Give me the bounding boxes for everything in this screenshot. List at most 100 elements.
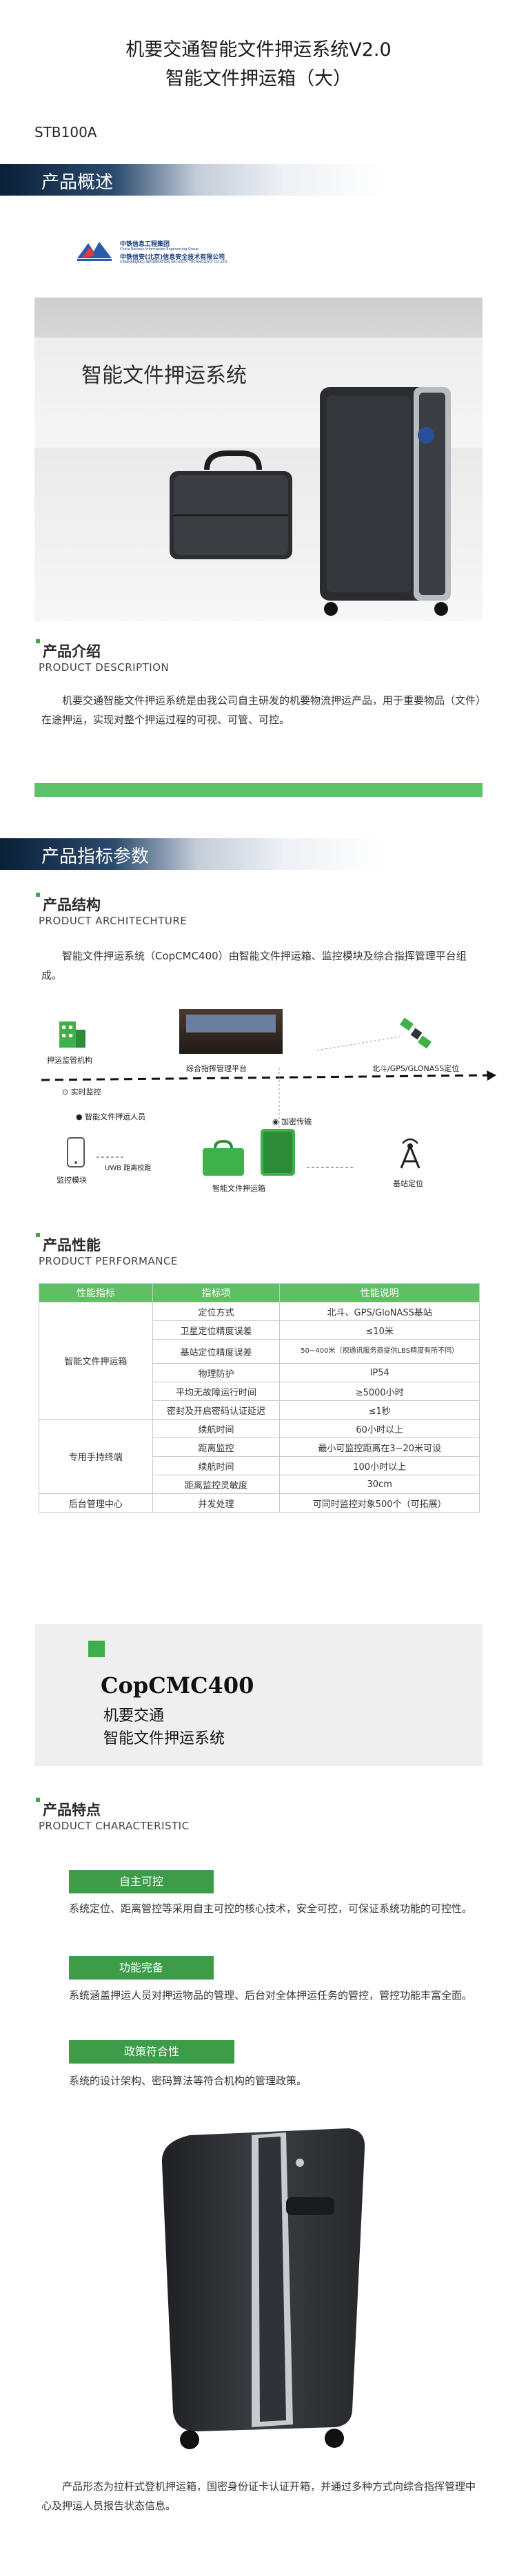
architecture-diagram: 押运监管机构 ⊙ 实时监控 ● 智能文件押运人员 监控模块 UWB 距离校距 综… [41,1009,496,1209]
section-title: 产品指标参数 [41,846,150,867]
logo-sub-cn: 中铁信安(北京)信息安全技术有限公司 [120,254,225,261]
table-cell: 距离监控灵敏度 [152,1475,281,1494]
monitor-module-label: 监控模块 [57,1176,87,1185]
group-name: 智能文件押运箱 [39,1302,153,1420]
table-row: 密封及开启密码认证延迟 ≤1秒 [39,1400,480,1420]
table-cell: ≤1秒 [279,1400,480,1420]
encrypted-text: 加密传输 [281,1117,312,1126]
group-name: 后台管理中心 [39,1493,153,1513]
logo-company-en: China Railway Information Engineering Gr… [120,247,199,251]
intro-heading: 产品介绍 [39,641,101,661]
table-header: 性能指标 [39,1283,153,1302]
arch-heading-en: PRODUCT ARCHITECHTURE [39,915,187,927]
escort-person-label: ● 智能文件押运人员 [76,1112,146,1121]
phone-icon [67,1137,85,1167]
intro-heading-en: PRODUCT DESCRIPTION [39,661,170,674]
table-header: 性能说明 [279,1283,480,1302]
green-cases-icon [203,1129,295,1176]
table-row: 续航时间 100小时以上 [39,1456,480,1475]
product-banner: 智能文件押运系统 [34,298,483,621]
green-divider [34,783,483,797]
green-square-icon [88,1641,105,1657]
table-cell: 物理防护 [152,1363,281,1382]
banner-title: 智能文件押运系统 [81,364,247,388]
group-name: 专用手持终端 [39,1419,153,1494]
table-cell: 最小可监控距离在3~20米可设 [279,1437,480,1457]
table-cell: 30cm [279,1475,480,1494]
table-cell: 续航时间 [152,1456,281,1475]
card-line1: 机要交通 [103,1707,165,1725]
table-cell: 并发处理 [152,1493,281,1513]
uwb-label: UWB 距离校距 [105,1165,152,1172]
table-header-row: 性能指标 指标项 性能说明 [39,1283,480,1302]
platform-label: 综合指挥管理平台 [186,1064,247,1073]
company-logo: 中铁信息工程集团 China Railway Information Engin… [74,238,281,265]
table-row: 智能文件押运箱 定位方式 北斗、GPS/GloNASS基站 [39,1302,480,1420]
table-row: 物理防护 IP54 [39,1363,480,1382]
realtime-label: ⊙ 实时监控 [62,1088,101,1097]
table-cell: ≥5000小时 [279,1382,480,1401]
section-title: 产品概述 [41,172,114,193]
table-cell: 60小时以上 [279,1419,480,1438]
card-line2: 智能文件押运系统 [103,1730,225,1747]
table-row: 后台管理中心 并发处理 可同时监控对象500个（可拓展） [39,1493,480,1513]
building-icon [59,1021,85,1048]
table-cell: 100小时以上 [279,1456,480,1475]
table-cell: 50~400米（视通讯服务商提供LBS精度有所不同） [279,1339,480,1364]
table-cell: 可同时监控对象500个（可拓展） [279,1493,480,1513]
table-cell: 卫星定位精度误差 [152,1320,281,1340]
table-row: 距离监控灵敏度 30cm [39,1475,480,1494]
feature-text: 系统定位、距离管控等采用自主可控的核心技术，安全可控，可保证系统功能的可控性。 [69,1902,473,1915]
realtime-text: 实时监控 [70,1088,101,1097]
bottom-text: 产品形态为拉杆式登机押运箱，国密身份证卡认证开箱，并通过多种方式向综合指挥管理中… [41,2480,476,2512]
crig-logo-icon [77,242,112,261]
table-cell: 距离监控 [152,1437,281,1457]
features-heading-en: PRODUCT CHARACTERISTIC [39,1820,190,1832]
arch-heading: 产品结构 [39,894,101,915]
intro-text: 机要交通智能文件押运系统是由我公司自主研发的机要物流押运产品，用于重要物品（文件… [41,694,481,726]
perf-heading-en: PRODUCT PERFORMANCE [39,1255,178,1267]
feature-text: 系统的设计架构、密码算法等符合机构的管理政策。 [69,2075,307,2087]
satellite-label: 北斗/GPS/GLONASS定位 [372,1064,460,1073]
smart-box-label: 智能文件押运箱 [212,1184,265,1193]
product-card: CopCMC400 机要交通 智能文件押运系统 [34,1624,483,1766]
perf-heading: 产品性能 [39,1234,101,1255]
table-cell: 基站定位精度误差 [152,1339,281,1364]
escort-org-label: 押运监管机构 [47,1056,92,1065]
feature-tag: 功能完备 [69,1956,214,1980]
features-heading: 产品特点 [39,1799,101,1820]
suitcase-photo [161,2128,365,2449]
table-row: 卫星定位精度误差 ≤10米 [39,1320,480,1340]
table-row: 平均无故障运行时间 ≥5000小时 [39,1382,480,1401]
table-cell: 北斗、GPS/GloNASS基站 [279,1302,480,1321]
logo-company-cn: 中铁信息工程集团 [120,241,170,248]
feature-text: 系统涵盖押运人员对押运物品的管理、后台对全体押运任务的管控，管控功能丰富全面。 [69,1989,473,2002]
briefcase-image [170,450,292,559]
table-cell: 平均无故障运行时间 [152,1382,281,1401]
base-station-icon [400,1138,420,1169]
arch-text: 智能文件押运系统（CopCMC400）由智能文件押运箱、监控模块及综合指挥管理平… [41,950,467,981]
table-row: 距离监控 最小可监控距离在3~20米可设 [39,1437,480,1457]
table-header: 指标项 [152,1283,281,1302]
performance-table: 性能指标 指标项 性能说明 智能文件押运箱 定位方式 北斗、GPS/GloNAS… [39,1283,480,1513]
page-title: 机要交通智能文件押运系统V2.0 [125,39,392,61]
encrypted-label: ◉ 加密传输 [272,1117,312,1126]
page-subtitle: 智能文件押运箱（大） [165,68,352,90]
escort-person-text: 智能文件押运人员 [85,1112,146,1121]
table-cell: 续航时间 [152,1419,281,1438]
trolley-case-image [320,387,451,616]
section-bar-specs: 产品指标参数 [0,838,517,870]
feature-tag: 政策符合性 [69,2040,234,2064]
table-cell: IP54 [279,1363,480,1382]
satellite-icon [400,1017,432,1049]
table-row: 专用手持终端 续航时间 60小时以上 [39,1419,480,1494]
control-room-image [179,1009,283,1054]
table-cell: 密封及开启密码认证延迟 [152,1400,281,1420]
model-number: STB100A [34,124,97,141]
feature-tag: 自主可控 [69,1870,214,1893]
table-cell: ≤10米 [279,1320,480,1340]
table-cell: 定位方式 [152,1302,281,1321]
base-station-label: 基站定位 [393,1179,423,1188]
card-code: CopCMC400 [101,1672,254,1699]
logo-sub-en: CRSE(BEIJING) INFORMATION SECURITY TECHN… [120,260,227,264]
